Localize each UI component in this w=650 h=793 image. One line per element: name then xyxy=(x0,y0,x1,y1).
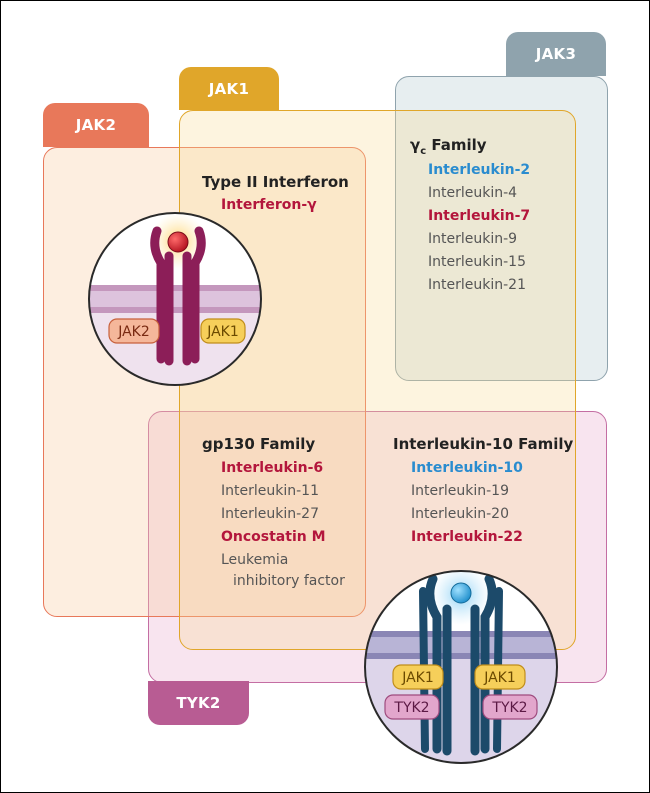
jak1-tab: JAK1 xyxy=(179,67,279,110)
receptor2-jak1-right-label: JAK1 xyxy=(483,670,516,686)
gamma-family-word: Family xyxy=(426,136,487,154)
inhibitory-factor-label: inhibitory factor xyxy=(233,573,345,589)
il19-label: Interleukin-19 xyxy=(411,483,509,499)
il20-label: Interleukin-20 xyxy=(411,506,509,522)
tyk2-tab: TYK2 xyxy=(148,681,249,725)
type-ii-interferon-title: Type II Interferon xyxy=(202,173,349,191)
il15-label: Interleukin-15 xyxy=(428,254,526,270)
il7-label: Interleukin-7 xyxy=(428,208,531,224)
receptor1-jak2-label: JAK2 xyxy=(117,324,150,340)
jak3-tab: JAK3 xyxy=(506,32,606,76)
oncostatin-m-label: Oncostatin M xyxy=(221,529,326,545)
il2-label: Interleukin-2 xyxy=(428,162,531,178)
gamma-subscript: c xyxy=(420,146,427,157)
gamma-symbol: γ xyxy=(410,136,421,154)
interferon-receptor-illustration: JAK2 JAK1 xyxy=(88,212,262,386)
receptor2-tyk2-right-label: TYK2 xyxy=(491,700,527,716)
leukemia-label: Leukemia xyxy=(221,552,289,568)
il10-label: Interleukin-10 xyxy=(411,460,523,476)
receptor2-tyk2-left-label: TYK2 xyxy=(393,700,429,716)
interferon-gamma-label: Interferon-γ xyxy=(221,197,317,213)
il4-label: Interleukin-4 xyxy=(428,185,518,201)
il10-receptor-illustration: JAK1 JAK1 TYK2 TYK2 xyxy=(364,570,558,764)
gp130-family-title: gp130 Family xyxy=(202,435,316,453)
il10-family-title: Interleukin-10 Family xyxy=(393,435,574,453)
receptor2-jak1-left-label: JAK1 xyxy=(401,670,434,686)
receptor1-jak1-label: JAK1 xyxy=(206,324,239,340)
gamma-c-family-title: γc Family xyxy=(410,134,487,163)
il11-label: Interleukin-11 xyxy=(221,483,319,499)
jak2-tab: JAK2 xyxy=(43,103,149,147)
jak3-region xyxy=(395,76,608,381)
il6-label: Interleukin-6 xyxy=(221,460,324,476)
il22-label: Interleukin-22 xyxy=(411,529,523,545)
jak1-region xyxy=(179,110,576,650)
il27-label: Interleukin-27 xyxy=(221,506,319,522)
il21-label: Interleukin-21 xyxy=(428,277,526,293)
il9-label: Interleukin-9 xyxy=(428,231,518,247)
